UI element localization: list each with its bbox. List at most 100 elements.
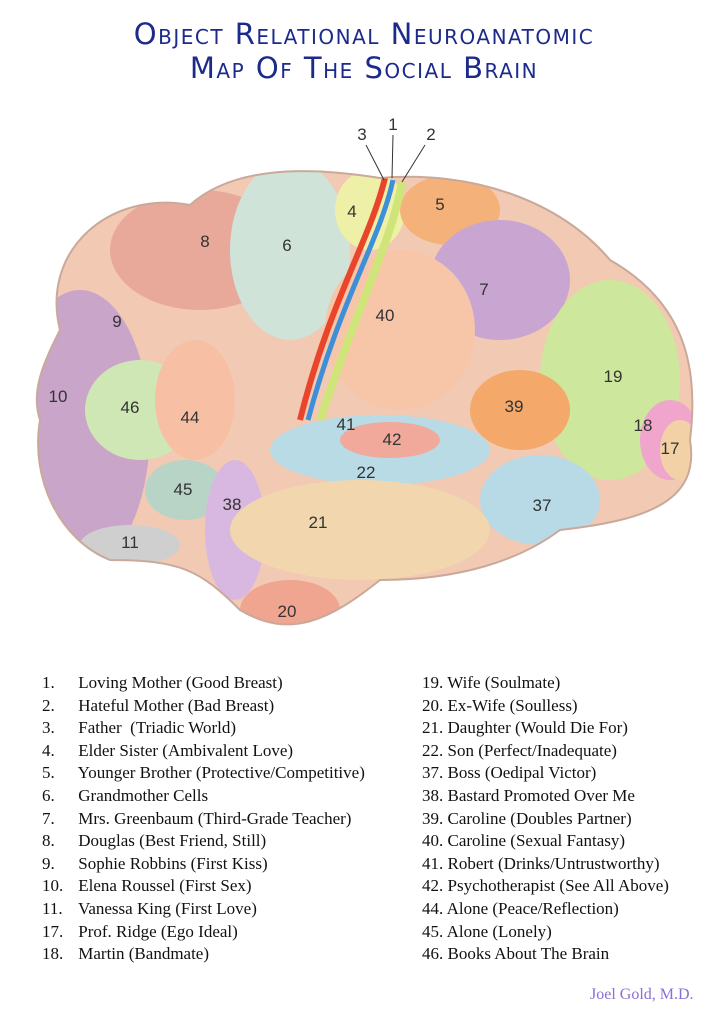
legend-item: 46. Books About The Brain	[422, 943, 669, 966]
legend-text: Elena Roussel (First Sex)	[78, 876, 252, 896]
legend-text: Alone (Peace/Reflection)	[446, 898, 619, 918]
legend-text: Ex-Wife (Soulless)	[447, 695, 578, 715]
legend-number: 41.	[422, 853, 444, 873]
legend-text: Robert (Drinks/Untrustworthy)	[447, 853, 660, 873]
legend-text: Martin (Bandmate)	[78, 944, 210, 964]
legend-number: 21.	[422, 718, 444, 738]
region-label-40: 40	[375, 306, 395, 325]
legend-item: 19. Wife (Soulmate)	[422, 672, 669, 695]
legend-item: 41. Robert (Drinks/Untrustworthy)	[422, 853, 669, 876]
legend-text: Father (Triadic World)	[78, 718, 236, 738]
legend-item: 10. Elena Roussel (First Sex)	[42, 875, 365, 898]
legend-text: Caroline (Sexual Fantasy)	[447, 831, 626, 851]
region-label-22: 22	[356, 463, 376, 482]
author-signature: Joel Gold, M.D.	[590, 986, 694, 1003]
region-label-1: 1	[388, 115, 398, 134]
region-label-2: 2	[426, 125, 436, 144]
region-label-44: 44	[180, 408, 200, 427]
legend-number: 45.	[422, 921, 444, 941]
region-label-4: 4	[347, 202, 357, 221]
legend-number: 20.	[422, 695, 444, 715]
pointer-1	[391, 134, 394, 179]
legend-item: 3. Father (Triadic World)	[42, 717, 365, 740]
region-label-7: 7	[479, 280, 489, 299]
region-label-42: 42	[382, 430, 402, 449]
title-line-1: Object Relational Neuroanatomic	[133, 17, 595, 51]
region-label-21: 21	[308, 513, 328, 532]
legend-text: Hateful Mother (Bad Breast)	[78, 695, 275, 715]
legend-text: Daughter (Would Die For)	[447, 718, 628, 738]
legend-text: Younger Brother (Protective/Competitive)	[77, 763, 365, 783]
legend-number: 39.	[422, 808, 444, 828]
region-label-17: 17	[660, 439, 680, 458]
legend-item: 5. Younger Brother (Protective/Competiti…	[42, 762, 365, 785]
legend-number: 46.	[422, 944, 444, 964]
legend-text: Wife (Soulmate)	[447, 673, 561, 692]
legend-number: 7.	[42, 808, 55, 828]
region-label-9: 9	[112, 312, 122, 331]
legend-number: 17.	[42, 921, 64, 941]
region-label-37: 37	[532, 496, 552, 515]
pointer-2	[401, 144, 426, 183]
legend-item: 20. Ex-Wife (Soulless)	[422, 695, 669, 718]
region-label-38: 38	[222, 495, 242, 514]
legend-text: Books About The Brain	[447, 944, 610, 964]
legend-number: 2.	[42, 695, 55, 715]
region-label-41: 41	[336, 415, 356, 434]
legend-text: Sophie Robbins (First Kiss)	[78, 853, 268, 873]
legend-item: 37. Boss (Oedipal Victor)	[422, 762, 669, 785]
legend-number: 18.	[42, 944, 64, 964]
title-line-2: Map Of The Social Brain	[189, 51, 539, 85]
legend-text: Mrs. Greenbaum (Third-Grade Teacher)	[78, 808, 352, 828]
legend-text: Elder Sister (Ambivalent Love)	[78, 740, 294, 760]
legend-right-column: 19. Wife (Soulmate)20. Ex-Wife (Soulless…	[422, 672, 669, 966]
legend-text: Psychotherapist (See All Above)	[447, 876, 669, 896]
pointer-3	[365, 144, 385, 181]
legend-number: 6.	[42, 785, 55, 805]
region-label-19: 19	[603, 367, 623, 386]
legend-number: 37.	[422, 763, 444, 783]
legend-item: 42. Psychotherapist (See All Above)	[422, 875, 669, 898]
legend-left-column: 1. Loving Mother (Good Breast)2. Hateful…	[42, 672, 365, 966]
legend-item: 2. Hateful Mother (Bad Breast)	[42, 695, 365, 718]
legend-text: Prof. Ridge (Ego Ideal)	[78, 921, 238, 941]
legend-number: 44.	[422, 898, 444, 918]
legend-item: 38. Bastard Promoted Over Me	[422, 785, 669, 808]
legend-item: 6. Grandmother Cells	[42, 785, 365, 808]
region-label-45: 45	[173, 480, 193, 499]
region-label-11: 11	[121, 533, 139, 552]
legend-item: 45. Alone (Lonely)	[422, 921, 669, 944]
legend-item: 17. Prof. Ridge (Ego Ideal)	[42, 921, 365, 944]
region-label-5: 5	[435, 195, 445, 214]
legend-text: Boss (Oedipal Victor)	[447, 763, 597, 783]
region-label-10: 10	[48, 387, 68, 406]
legend-text: Loving Mother (Good Breast)	[78, 673, 283, 692]
legend-number: 38.	[422, 785, 444, 805]
legend-item: 1. Loving Mother (Good Breast)	[42, 672, 365, 695]
legend-number: 4.	[42, 740, 55, 760]
legend-item: 44. Alone (Peace/Reflection)	[422, 898, 669, 921]
legend-item: 7. Mrs. Greenbaum (Third-Grade Teacher)	[42, 808, 365, 831]
legend-item: 40. Caroline (Sexual Fantasy)	[422, 830, 669, 853]
legend-item: 21. Daughter (Would Die For)	[422, 717, 669, 740]
region-label-6: 6	[282, 236, 292, 255]
legend-text: Son (Perfect/Inadequate)	[447, 740, 617, 760]
legend-number: 9.	[42, 853, 55, 873]
legend-text: Grandmother Cells	[78, 785, 209, 805]
region-label-20: 20	[277, 602, 297, 621]
legend-number: 11.	[42, 898, 63, 918]
legend-item: 4. Elder Sister (Ambivalent Love)	[42, 740, 365, 763]
legend-number: 22.	[422, 740, 444, 760]
legend-number: 10.	[42, 876, 64, 896]
legend-item: 9. Sophie Robbins (First Kiss)	[42, 853, 365, 876]
legend-number: 40.	[422, 831, 444, 851]
legend-item: 8. Douglas (Best Friend, Still)	[42, 830, 365, 853]
brain-map	[35, 134, 694, 626]
region-label-46: 46	[120, 398, 140, 417]
legend-item: 22. Son (Perfect/Inadequate)	[422, 740, 669, 763]
legend-text: Douglas (Best Friend, Still)	[78, 831, 267, 851]
legend-item: 11. Vanessa King (First Love)	[42, 898, 365, 921]
region-label-39: 39	[504, 397, 524, 416]
region-label-18: 18	[633, 416, 653, 435]
legend-item: 18. Martin (Bandmate)	[42, 943, 365, 966]
